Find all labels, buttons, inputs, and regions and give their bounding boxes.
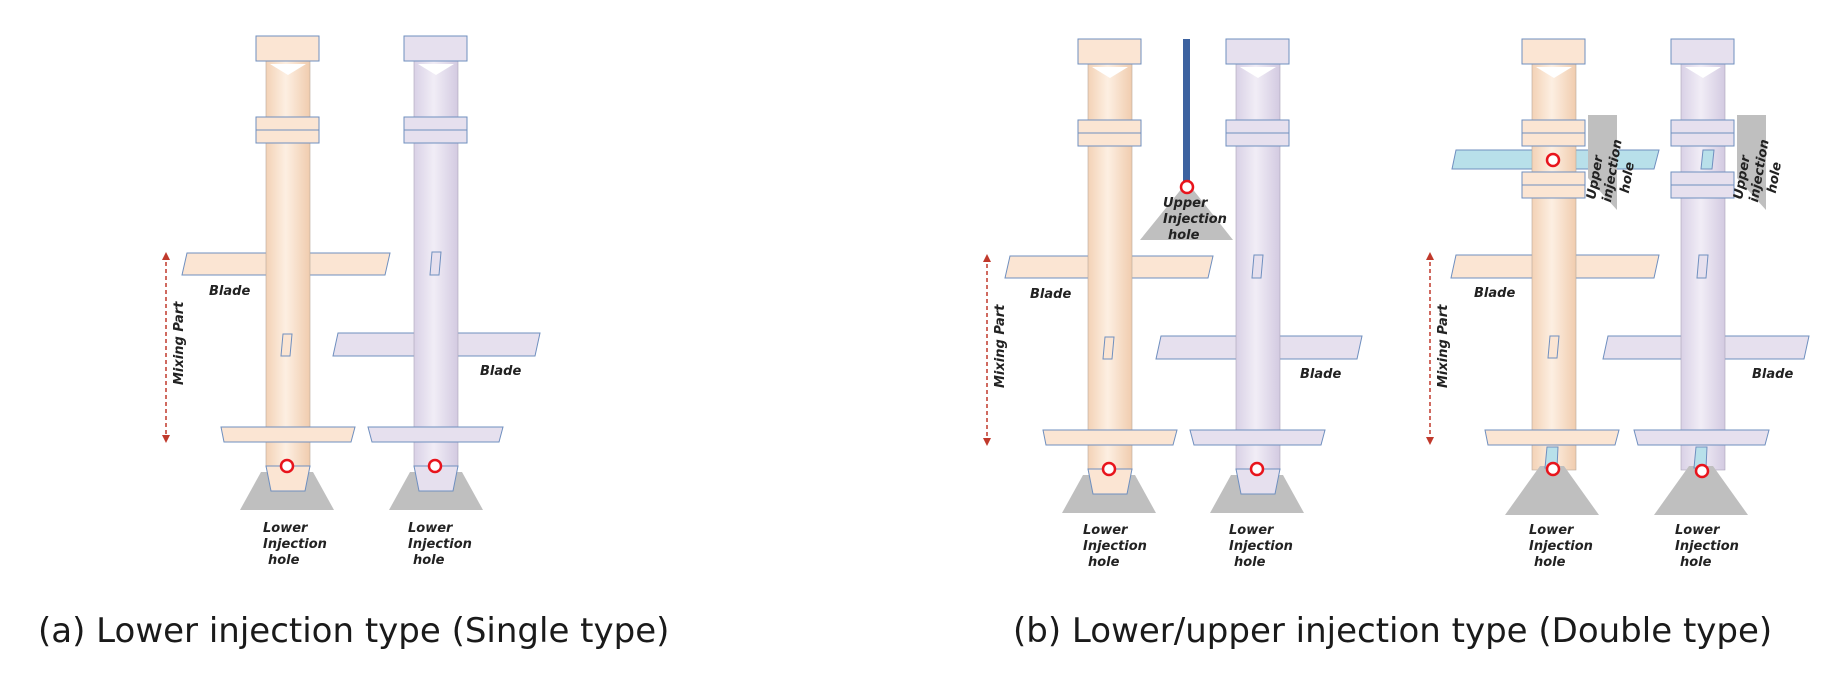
lower-injection-label: Lower Injection hole [1083, 523, 1147, 570]
lower-injection-hole-marker [279, 458, 295, 474]
blade-label: Blade [480, 364, 521, 379]
blade-label: Blade [1300, 367, 1341, 382]
svg-text:Injection: Injection [1083, 539, 1147, 554]
lower-injection-hole-marker [1545, 461, 1561, 477]
upper-injection-label: Upper injection hole [1584, 138, 1638, 203]
svg-text:Lower: Lower [1529, 523, 1575, 538]
svg-text:Lower: Lower [408, 521, 454, 536]
svg-text:Injection: Injection [1529, 539, 1593, 554]
upper-injection-hole-marker [1545, 152, 1561, 168]
svg-text:Lower: Lower [1083, 523, 1129, 538]
svg-text:hole: hole [1534, 555, 1566, 570]
lower-injection-hole-marker [1694, 463, 1710, 479]
blade-label: Blade [1030, 287, 1071, 302]
panel-b-blade-type: Mixing Part Upper injection hole Blade [1426, 38, 1810, 570]
svg-text:hole: hole [1618, 161, 1638, 195]
svg-text:Injection: Injection [1229, 539, 1293, 554]
svg-text:Injection: Injection [1675, 539, 1739, 554]
mixing-part-arrow [1426, 252, 1434, 445]
svg-text:Injection: Injection [263, 537, 327, 552]
mixing-part-arrow [162, 252, 170, 443]
mixing-part-arrow [983, 254, 991, 446]
svg-text:Lower: Lower [1229, 523, 1275, 538]
upper-injection-pipe [1140, 39, 1233, 240]
lower-injection-label: Lower Injection hole [263, 521, 327, 568]
lower-injection-label: Lower Injection hole [1229, 523, 1293, 570]
svg-text:hole: hole [1680, 555, 1712, 570]
svg-text:Lower: Lower [1675, 523, 1721, 538]
lower-injection-hole-marker [427, 458, 443, 474]
lower-injection-label: Lower Injection hole [1675, 523, 1739, 570]
panel-b-pipe-type: Mixing Part Blade Lower Injection hole [983, 38, 1363, 570]
svg-text:Upper: Upper [1163, 196, 1209, 211]
svg-text:Injection: Injection [1163, 212, 1227, 227]
panel-a: Mixing Part Blade Lower Injection hole [162, 35, 541, 568]
shaft-a-right [332, 35, 541, 510]
svg-text:hole: hole [1234, 555, 1266, 570]
shaft-b1-right [1155, 38, 1363, 513]
lower-injection-hole-marker [1249, 461, 1265, 477]
svg-text:hole: hole [1168, 228, 1200, 243]
blade-label: Blade [1474, 286, 1515, 301]
mixing-part-label: Mixing Part [993, 304, 1008, 388]
upper-injection-hole-marker [1179, 179, 1195, 195]
svg-text:hole: hole [1765, 161, 1785, 195]
upper-injection-label: Upper Injection hole [1163, 196, 1227, 243]
svg-text:Lower: Lower [263, 521, 309, 536]
svg-text:hole: hole [268, 553, 300, 568]
shaft-b2-right [1602, 38, 1810, 515]
lower-injection-hole-marker [1101, 461, 1117, 477]
mixing-part-label: Mixing Part [172, 301, 187, 385]
mixing-part-label: Mixing Part [1436, 304, 1451, 388]
svg-text:hole: hole [1088, 555, 1120, 570]
svg-text:hole: hole [413, 553, 445, 568]
caption-a: (a) Lower injection type (Single type) [38, 611, 669, 651]
caption-b: (b) Lower/upper injection type (Double t… [1013, 611, 1772, 651]
shaft-a-left [181, 35, 391, 510]
shaft-b2-left [1450, 38, 1660, 515]
lower-injection-label: Lower Injection hole [1529, 523, 1593, 570]
svg-text:Injection: Injection [408, 537, 472, 552]
lower-injection-label: Lower Injection hole [408, 521, 472, 568]
blade-label: Blade [209, 284, 250, 299]
blade-label: Blade [1752, 367, 1793, 382]
shaft-b1-left [1004, 38, 1214, 513]
